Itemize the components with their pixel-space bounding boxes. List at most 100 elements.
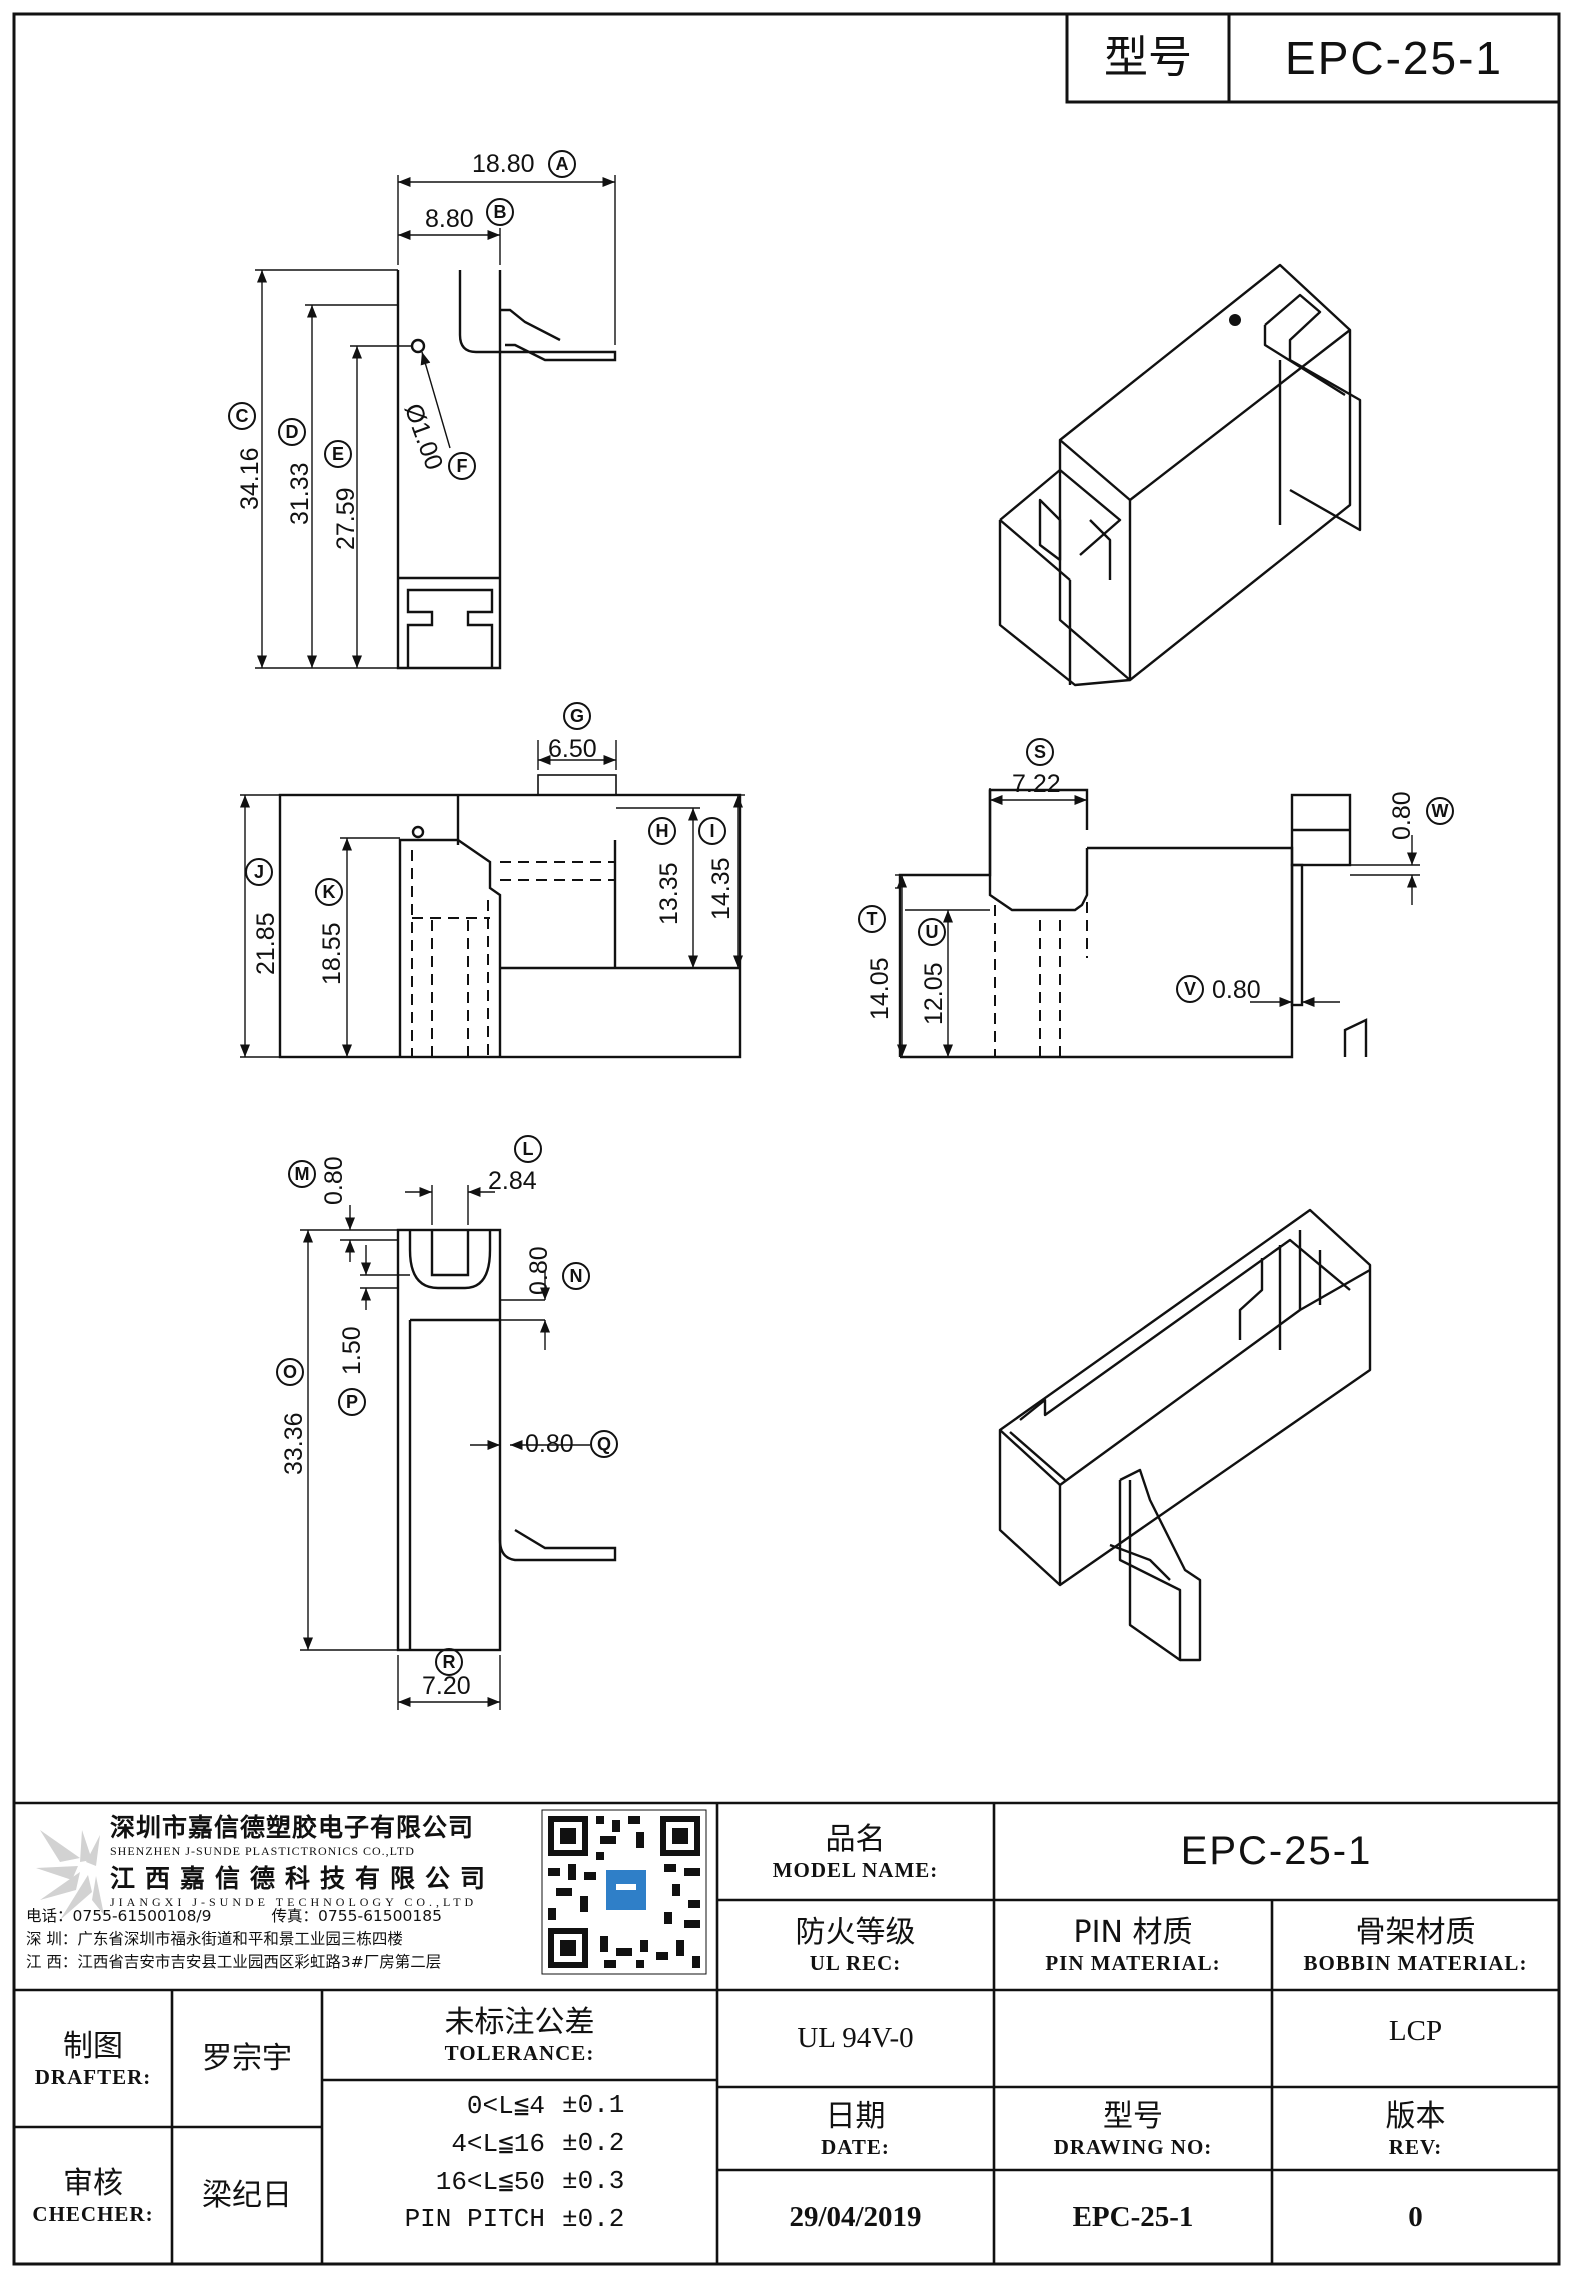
isometric-view-bottom [998, 1208, 1372, 1662]
balloon-K: K [315, 878, 343, 906]
model-value: EPC-25-1 [1285, 32, 1503, 84]
date-cn: 日期 [825, 2098, 886, 2134]
drafter-value-cell: 罗宗宇 [172, 1990, 322, 2127]
pin-cn: PIN 材质 [1073, 1915, 1193, 1950]
dim-C: 34.16 [236, 447, 264, 510]
company-name-jx: 江西嘉信德科技有限公司 [110, 1864, 496, 1893]
tol-value-3: ±0.3 [562, 2166, 625, 2196]
qr-code [541, 1809, 707, 1975]
bobbin-value-cell: LCP [1272, 1990, 1559, 2072]
date-en: DATE: [821, 2134, 890, 2159]
balloon-J: J [245, 858, 273, 886]
pin-en: PIN MATERIAL: [1045, 1951, 1221, 1975]
tol-value-1: ±0.1 [562, 2090, 625, 2120]
bobbin-en: BOBBIN MATERIAL: [1303, 1951, 1528, 1975]
bobbin-value: LCP [1388, 2014, 1443, 2047]
model-name-cell: 品名 MODEL NAME: [717, 1803, 994, 1900]
model-name-value: EPC-25-1 [1180, 1829, 1373, 1873]
model-value-box: EPC-25-1 [1229, 14, 1559, 102]
ul-cn: 防火等级 [795, 1915, 916, 1950]
dim-O: 33.36 [280, 1412, 308, 1475]
dim-V: 0.80 [1212, 976, 1261, 1004]
drawing-value-cell: EPC-25-1 [994, 2170, 1272, 2264]
drawing-value: EPC-25-1 [1072, 2200, 1194, 2233]
balloon-P: P [338, 1388, 366, 1416]
dim-J: 21.85 [252, 912, 280, 975]
balloon-I: I [698, 817, 726, 845]
tol-range-1: 0<L≦4 [466, 2091, 545, 2121]
date-value: 29/04/2019 [789, 2200, 922, 2233]
side-view-hidden [994, 847, 1350, 1057]
dim-E: 27.59 [332, 487, 360, 550]
pin-value-cell [994, 1990, 1272, 2087]
tolerance-header-cell: 未标注公差 TOLERANCE: [322, 1990, 717, 2080]
company-name-sz: 深圳市嘉信德塑胶电子有限公司 [110, 1813, 475, 1842]
date-value-cell: 29/04/2019 [717, 2170, 994, 2264]
balloon-U: U [918, 918, 946, 946]
bottom-view-dims [300, 1185, 590, 1710]
balloon-S: S [1026, 738, 1054, 766]
tol-range-4: PIN PITCH [404, 2204, 545, 2234]
dim-F: Ø1.00 [398, 400, 449, 474]
drawing-en: DRAWING NO: [1053, 2134, 1213, 2159]
model-name-cn: 品名 [825, 1821, 886, 1857]
model-name-value-cell: EPC-25-1 [994, 1803, 1559, 1900]
balloon-B: B [486, 198, 514, 226]
balloon-R: R [435, 1648, 463, 1676]
dim-A: 18.80 [472, 150, 535, 178]
pin-material-cell: PIN 材质 PIN MATERIAL: [994, 1900, 1272, 1990]
tolerance-cn: 未标注公差 [444, 2005, 595, 2040]
tolerance-en: TOLERANCE: [444, 2041, 595, 2065]
drafter-cn: 制图 [63, 2028, 123, 2064]
front-view-hidden [411, 850, 615, 1057]
bobbin-cn: 骨架材质 [1355, 1915, 1476, 1950]
dim-Q: 0.80 [525, 1430, 574, 1458]
dim-T: 14.05 [866, 957, 894, 1020]
checker-cn: 审核 [63, 2165, 123, 2201]
balloon-O: O [276, 1358, 304, 1386]
company-logo [36, 1830, 104, 1920]
model-label: 型号 [1104, 32, 1192, 83]
tol-range-2: 4<L≦16 [451, 2129, 545, 2159]
balloon-N: N [562, 1262, 590, 1290]
balloon-M: M [288, 1160, 316, 1188]
date-cell: 日期 DATE: [717, 2087, 994, 2170]
ul-value: UL 94V-0 [797, 2022, 914, 2054]
model-label-box: 型号 [1067, 14, 1229, 102]
rev-cell: 版本 REV: [1272, 2087, 1559, 2170]
dim-G: 6.50 [548, 735, 597, 763]
dim-D: 31.33 [286, 462, 314, 525]
company-name-jx-en: JIANGXI J-SUNDE TECHNOLOGY CO.,LTD [110, 1895, 478, 1909]
dim-B: 8.80 [425, 205, 474, 233]
balloon-F: F [448, 452, 476, 480]
dim-W: 0.80 [1388, 791, 1416, 840]
company-addr-jx: 江 西：江西省吉安市吉安县工业园西区彩虹路3#厂房第二层 [26, 1953, 442, 1971]
pin-hole-dot [1229, 314, 1241, 326]
dim-N: 0.80 [525, 1246, 553, 1295]
ul-en: UL REC: [809, 1951, 902, 1975]
checker-value-cell: 梁纪日 [172, 2127, 322, 2264]
balloon-L: L [514, 1135, 542, 1163]
company-tel: 电话：0755-61500108/9 [26, 1907, 212, 1925]
balloon-C: C [228, 402, 256, 430]
drawing-no-cell: 型号 DRAWING NO: [994, 2087, 1272, 2170]
balloon-Q: Q [590, 1430, 618, 1458]
dim-U: 12.05 [920, 962, 948, 1025]
rev-cn: 版本 [1385, 2098, 1446, 2134]
balloon-H: H [648, 817, 676, 845]
rev-value-cell: 0 [1272, 2170, 1559, 2264]
checker-value: 梁纪日 [202, 2177, 292, 2213]
balloon-D: D [278, 418, 306, 446]
dimension-labels: .dl{position:absolute;font-size:25px;whi… [228, 150, 1454, 1700]
title-block-lines [14, 1801, 1559, 2264]
balloon-G: G [563, 702, 591, 730]
top-view [396, 270, 617, 670]
top-view-dims [255, 175, 616, 669]
dim-P: 1.50 [338, 1326, 366, 1375]
checker-en: CHECHER: [32, 2201, 154, 2226]
balloon-V: V [1176, 975, 1204, 1003]
dim-K: 18.55 [318, 922, 346, 985]
rev-value: 0 [1408, 2200, 1423, 2233]
